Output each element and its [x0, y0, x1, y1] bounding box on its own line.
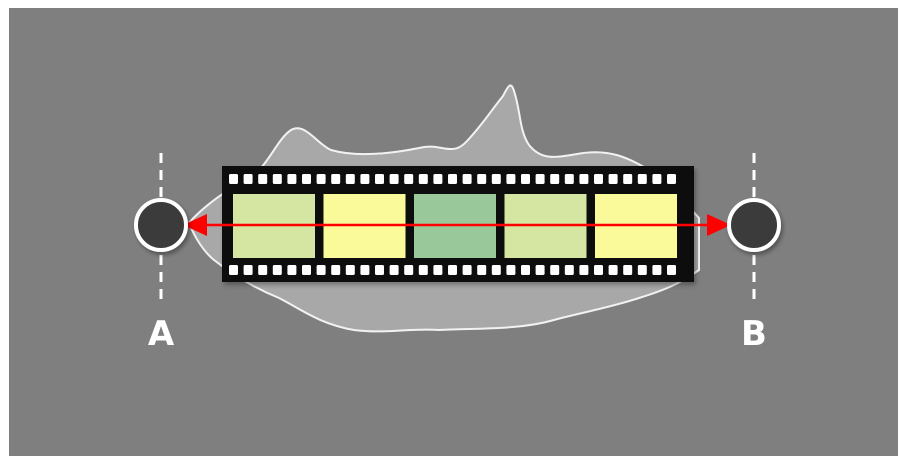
sprocket-hole	[433, 174, 443, 184]
sprocket-hole	[243, 265, 253, 275]
sprocket-hole	[550, 174, 560, 184]
sprocket-hole	[272, 265, 282, 275]
sprocket-hole	[258, 174, 268, 184]
sprocket-hole	[287, 265, 297, 275]
sprocket-hole	[345, 174, 355, 184]
point-a-marker[interactable]	[134, 198, 188, 252]
double-headed-arrow-icon	[183, 214, 731, 236]
sprocket-hole	[477, 265, 487, 275]
sprocket-hole	[433, 265, 443, 275]
diagram-canvas: A B	[9, 8, 898, 456]
sprocket-hole	[477, 174, 487, 184]
sprocket-hole	[623, 174, 633, 184]
sprocket-hole	[564, 174, 574, 184]
sprocket-hole	[345, 265, 355, 275]
sprocket-hole	[535, 265, 545, 275]
sprocket-hole	[360, 174, 370, 184]
sprocket-hole	[331, 174, 341, 184]
sprocket-hole	[418, 174, 428, 184]
circle-marker-icon	[727, 198, 781, 252]
sprocket-hole	[462, 174, 472, 184]
sprocket-hole	[272, 174, 282, 184]
sprocket-hole	[521, 174, 530, 184]
sprocket-hole	[316, 174, 326, 184]
sprocket-hole	[302, 174, 311, 184]
sprocket-hole	[462, 265, 472, 275]
sprocket-hole	[550, 265, 560, 275]
sprocket-hole	[258, 265, 268, 275]
sprocket-hole	[229, 174, 238, 184]
sprocket-hole	[594, 174, 603, 184]
sprocket-hole	[623, 265, 633, 275]
sprocket-hole	[564, 265, 574, 275]
sprocket-hole	[491, 265, 501, 275]
sprocket-hole	[389, 265, 399, 275]
sprocket-hole	[637, 174, 647, 184]
sprocket-hole	[506, 265, 516, 275]
sprocket-row-top	[229, 174, 676, 184]
sprocket-hole	[506, 174, 516, 184]
sprocket-hole	[594, 265, 603, 275]
sprocket-hole	[652, 174, 662, 184]
sprocket-hole	[637, 265, 647, 275]
sprocket-hole	[316, 265, 326, 275]
point-a-label: A	[148, 314, 175, 354]
point-b-marker[interactable]	[727, 198, 781, 252]
sprocket-hole	[360, 265, 370, 275]
sprocket-hole	[243, 174, 253, 184]
sprocket-hole	[535, 174, 545, 184]
sprocket-hole	[389, 174, 399, 184]
sprocket-hole	[448, 174, 457, 184]
sprocket-hole	[667, 174, 676, 184]
circle-marker-icon	[134, 198, 188, 252]
sprocket-hole	[302, 265, 311, 275]
sprocket-hole	[579, 265, 589, 275]
sprocket-hole	[229, 265, 238, 275]
sprocket-hole	[404, 174, 414, 184]
sprocket-hole	[579, 174, 589, 184]
sprocket-hole	[418, 265, 428, 275]
sprocket-hole	[608, 265, 618, 275]
sprocket-hole	[375, 174, 384, 184]
clip-range-diagram: A B	[9, 8, 898, 456]
sprocket-hole	[404, 265, 414, 275]
sprocket-hole	[331, 265, 341, 275]
sprocket-hole	[652, 265, 662, 275]
sprocket-hole	[667, 265, 676, 275]
sprocket-hole	[608, 174, 618, 184]
sprocket-hole	[521, 265, 530, 275]
sprocket-hole	[491, 174, 501, 184]
sprocket-hole	[375, 265, 384, 275]
sprocket-hole	[287, 174, 297, 184]
sprocket-hole	[448, 265, 457, 275]
sprocket-row-bottom	[229, 265, 676, 275]
point-b-label: B	[741, 314, 767, 354]
